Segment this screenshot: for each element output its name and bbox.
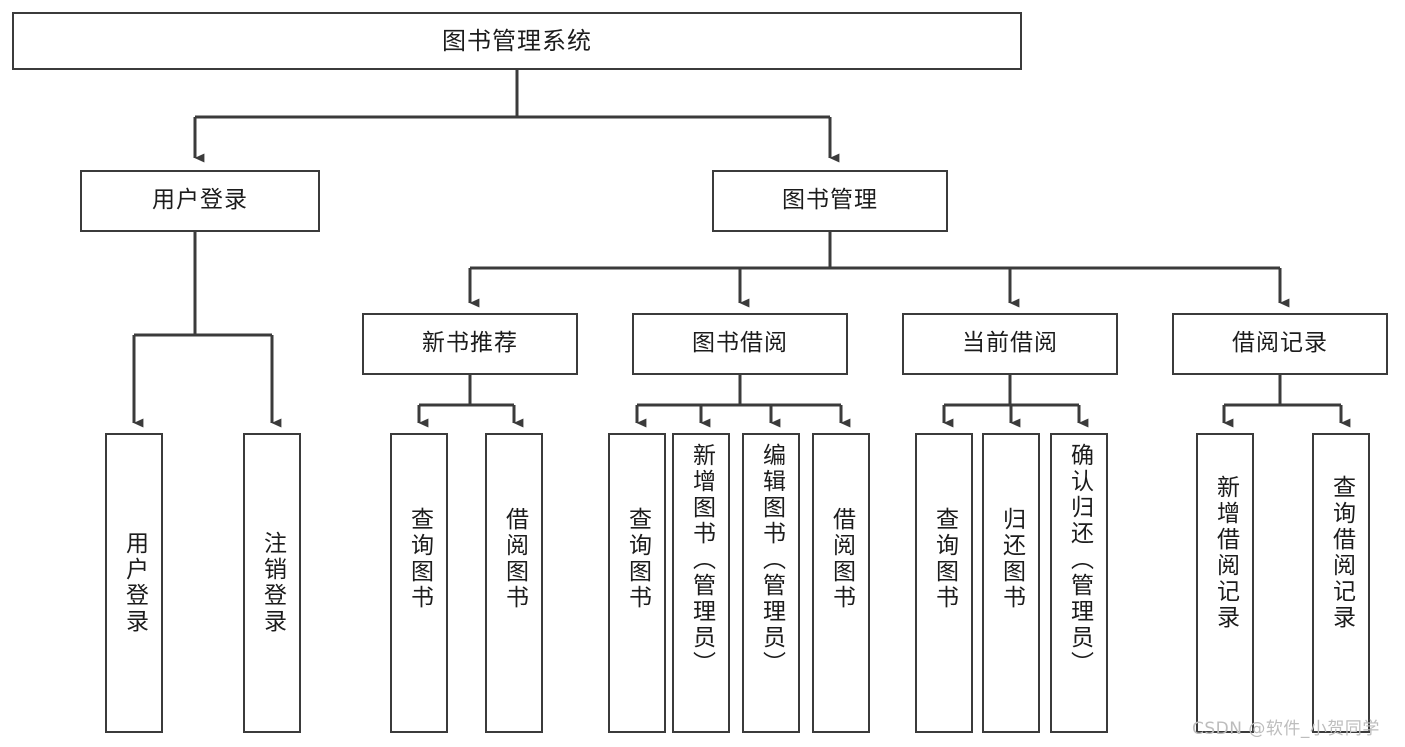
leaf-borrow-book-2[interactable]: 借阅图书 bbox=[812, 433, 870, 733]
node-user-login-label: 用户登录 bbox=[152, 187, 248, 214]
edge-borrow-record-bus bbox=[1222, 375, 1351, 428]
edge-user-login-bus bbox=[132, 232, 282, 428]
node-new-book-recommend[interactable]: 新书推荐 bbox=[362, 313, 578, 375]
edge-book-borrow-bus bbox=[635, 375, 851, 428]
leaf-user-login[interactable]: 用户登录 bbox=[105, 433, 163, 733]
leaf-add-book-admin-label: 新增图书（管理员） bbox=[688, 443, 715, 677]
leaf-edit-book-admin[interactable]: 编辑图书（管理员） bbox=[742, 433, 800, 733]
node-current-borrow[interactable]: 当前借阅 bbox=[902, 313, 1118, 375]
edge-current-borrow-bus bbox=[942, 375, 1089, 428]
leaf-return-book-label: 归还图书 bbox=[998, 507, 1025, 611]
leaf-return-book[interactable]: 归还图书 bbox=[982, 433, 1040, 733]
leaf-logout-login[interactable]: 注销登录 bbox=[243, 433, 301, 733]
node-book-manage-label: 图书管理 bbox=[782, 187, 878, 214]
leaf-confirm-return-admin[interactable]: 确认归还（管理员） bbox=[1050, 433, 1108, 733]
node-borrow-record[interactable]: 借阅记录 bbox=[1172, 313, 1388, 375]
edge-book-manage-bus bbox=[468, 232, 1290, 308]
node-borrow-record-label: 借阅记录 bbox=[1232, 330, 1328, 357]
leaf-query-book-2[interactable]: 查询图书 bbox=[608, 433, 666, 733]
leaf-query-book-1[interactable]: 查询图书 bbox=[390, 433, 448, 733]
edge-new-book-recommend-bus bbox=[417, 375, 524, 428]
leaf-query-book-1-label: 查询图书 bbox=[406, 507, 433, 611]
leaf-query-book-3-label: 查询图书 bbox=[931, 507, 958, 611]
node-book-manage[interactable]: 图书管理 bbox=[712, 170, 948, 232]
leaf-query-book-2-label: 查询图书 bbox=[624, 507, 651, 611]
node-root[interactable]: 图书管理系统 bbox=[12, 12, 1022, 70]
leaf-user-login-label: 用户登录 bbox=[121, 531, 148, 635]
node-book-borrow-label: 图书借阅 bbox=[692, 330, 788, 357]
leaf-borrow-book-1-label: 借阅图书 bbox=[501, 507, 528, 611]
leaf-borrow-book-2-label: 借阅图书 bbox=[828, 507, 855, 611]
leaf-add-borrow-record[interactable]: 新增借阅记录 bbox=[1196, 433, 1254, 733]
node-root-label: 图书管理系统 bbox=[442, 26, 592, 55]
leaf-query-book-3[interactable]: 查询图书 bbox=[915, 433, 973, 733]
leaf-add-borrow-record-label: 新增借阅记录 bbox=[1212, 475, 1239, 631]
node-current-borrow-label: 当前借阅 bbox=[962, 330, 1058, 357]
leaf-logout-login-label: 注销登录 bbox=[259, 531, 286, 635]
leaf-add-book-admin[interactable]: 新增图书（管理员） bbox=[672, 433, 730, 733]
node-user-login[interactable]: 用户登录 bbox=[80, 170, 320, 232]
leaf-query-borrow-record-label: 查询借阅记录 bbox=[1328, 475, 1355, 631]
node-book-borrow[interactable]: 图书借阅 bbox=[632, 313, 848, 375]
leaf-query-borrow-record[interactable]: 查询借阅记录 bbox=[1312, 433, 1370, 733]
leaf-edit-book-admin-label: 编辑图书（管理员） bbox=[758, 443, 785, 677]
leaf-borrow-book-1[interactable]: 借阅图书 bbox=[485, 433, 543, 733]
watermark: CSDN @软件_小贺同学 bbox=[1192, 719, 1380, 739]
node-new-book-recommend-label: 新书推荐 bbox=[422, 330, 518, 357]
leaf-confirm-return-admin-label: 确认归还（管理员） bbox=[1066, 443, 1093, 677]
edge-root-bus bbox=[193, 70, 840, 163]
